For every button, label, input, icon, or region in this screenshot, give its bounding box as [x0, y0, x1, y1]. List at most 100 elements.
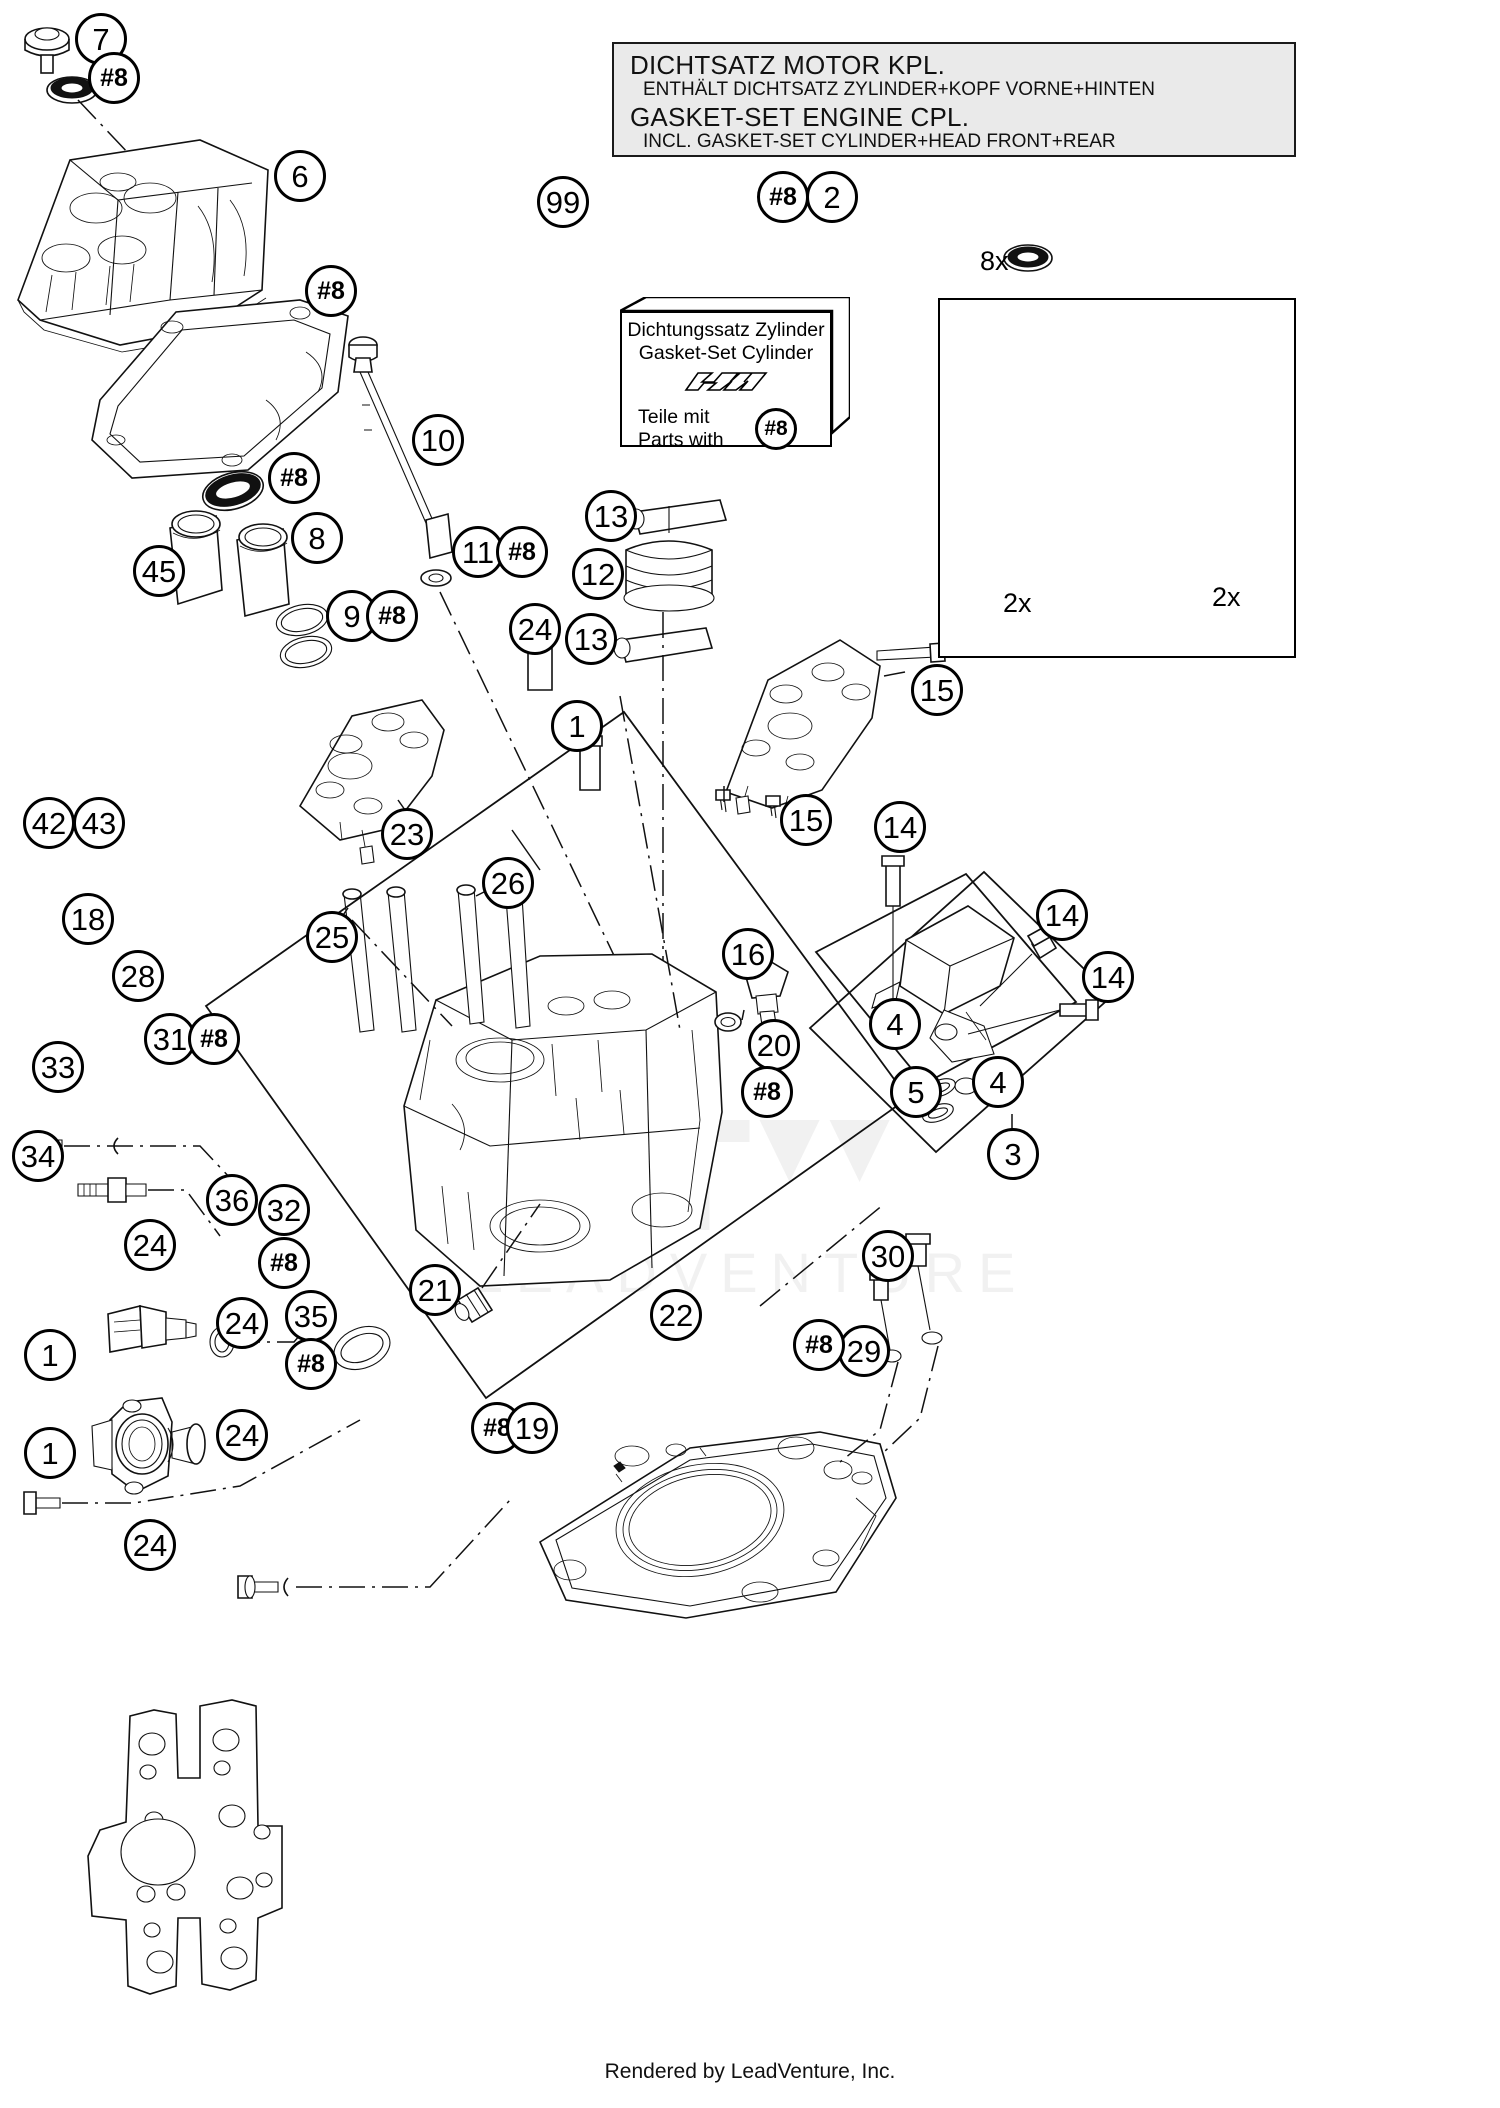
- callout-bubble-13[interactable]: 13: [585, 490, 637, 542]
- part-7-bolt-art: [24, 27, 70, 74]
- callout-bubble-18[interactable]: 18: [62, 893, 114, 945]
- callout-bubble-25[interactable]: 25: [306, 911, 358, 963]
- part-35-o-ring-art: [333, 1325, 391, 1371]
- part-8-sealing-washer-art: [46, 76, 98, 104]
- part-12-piston-ring-set-art: [623, 540, 715, 612]
- part-22-cylinder-head-art: [403, 953, 723, 1287]
- callout-bubble-35[interactable]: 35: [285, 1290, 337, 1342]
- callout-bubble-14[interactable]: 14: [1036, 889, 1088, 941]
- callout-bubble-24[interactable]: 24: [124, 1219, 176, 1271]
- callout-bubble-33[interactable]: 33: [32, 1041, 84, 1093]
- callout-bubble-29[interactable]: 29: [838, 1325, 890, 1377]
- callout-bubble-21[interactable]: 21: [409, 1264, 461, 1316]
- part-8-spark-plug-sleeve-art: [236, 523, 290, 618]
- callout-bubble-hash8[interactable]: #8: [757, 171, 809, 223]
- callout-bubble-45[interactable]: 45: [133, 545, 185, 597]
- part-34-bolt-art: [23, 1491, 61, 1515]
- callout-bubble-15[interactable]: 15: [911, 664, 963, 716]
- callout-bubble-12[interactable]: 12: [572, 548, 624, 600]
- callout-bubble-22[interactable]: 22: [650, 1289, 702, 1341]
- callout-bubble-26[interactable]: 26: [482, 857, 534, 909]
- callout-bubble-hash8[interactable]: #8: [285, 1338, 337, 1390]
- part-30-bolt-art: [905, 1233, 943, 1345]
- camshaft-bridge-right-art: [724, 639, 881, 819]
- callout-bubble-23[interactable]: 23: [381, 808, 433, 860]
- legend-gasket-set-engine: DICHTSATZ MOTOR KPL. ENTHÄLT DICHTSATZ Z…: [612, 42, 1296, 157]
- qty-8x-label: 8x: [980, 246, 1009, 276]
- valve-cover-gasket-art: [91, 299, 349, 479]
- box-front-face: Dichtungssatz Zylinder Gasket-Set Cylind…: [620, 311, 832, 451]
- callout-bubble-hash8[interactable]: #8: [305, 265, 357, 317]
- callout-bubble-hash8[interactable]: #8: [496, 526, 548, 578]
- callout-bubble-24[interactable]: 24: [124, 1519, 176, 1571]
- callout-bubble-16[interactable]: 16: [722, 928, 774, 980]
- legend-subtitle-en: INCL. GASKET-SET CYLINDER+HEAD FRONT+REA…: [643, 131, 1116, 152]
- group-2-frame: [938, 298, 1296, 658]
- callout-bubble-42[interactable]: 42: [23, 797, 75, 849]
- callout-bubble-hash8[interactable]: #8: [258, 1237, 310, 1289]
- callout-bubble-15[interactable]: 15: [780, 794, 832, 846]
- part-33-thermostat-housing-art: [91, 1397, 206, 1495]
- part-13-piston-ring-upper-art: [627, 499, 728, 535]
- box-note-badge: #8: [755, 408, 797, 450]
- callout-bubble-3[interactable]: 3: [987, 1128, 1039, 1180]
- footer-credit: Rendered by LeadVenture, Inc.: [604, 2060, 896, 2083]
- callout-bubble-hash8[interactable]: #8: [268, 452, 320, 504]
- callout-bubble-10[interactable]: 10: [412, 414, 464, 466]
- callout-bubble-30[interactable]: 30: [862, 1230, 914, 1282]
- box-note-en: Parts with: [638, 429, 724, 451]
- legend-subtitle-de: ENTHÄLT DICHTSATZ ZYLINDER+KOPF VORNE+HI…: [643, 79, 1156, 101]
- part-2-seal-ring-8x-art: [1003, 244, 1053, 272]
- callout-bubble-6[interactable]: 6: [274, 150, 326, 202]
- callout-bubble-hash8[interactable]: #8: [366, 590, 418, 642]
- callout-bubble-1[interactable]: 1: [551, 700, 603, 752]
- box-title-de: Dichtungssatz Zylinder: [627, 319, 825, 341]
- callout-bubble-13[interactable]: 13: [565, 613, 617, 665]
- part-24-gasket-plate-art: [87, 1699, 283, 1995]
- callout-bubble-5[interactable]: 5: [890, 1066, 942, 1118]
- box-note: Teile mit Parts with: [638, 406, 724, 452]
- callout-bubble-24[interactable]: 24: [216, 1409, 268, 1461]
- part-36-bolt-art: [237, 1575, 279, 1599]
- callout-bubble-hash8[interactable]: #8: [88, 52, 140, 104]
- callout-bubble-1[interactable]: 1: [24, 1329, 76, 1381]
- part-18-sensor-art: [77, 1177, 147, 1203]
- legend-title-en: GASKET-SET ENGINE CPL.: [630, 101, 970, 132]
- callout-bubble-hash8[interactable]: #8: [793, 1319, 845, 1371]
- gasket-set-cylinder-box: Dichtungssatz Zylinder Gasket-Set Cylind…: [620, 297, 850, 451]
- callout-bubble-4[interactable]: 4: [972, 1056, 1024, 1108]
- box-note-de: Teile mit: [638, 406, 710, 428]
- callout-bubble-28[interactable]: 28: [112, 950, 164, 1002]
- callout-bubble-4[interactable]: 4: [869, 998, 921, 1050]
- callout-bubble-24[interactable]: 24: [509, 603, 561, 655]
- callout-bubble-1[interactable]: 1: [24, 1427, 76, 1479]
- legend-title-de: DICHTSATZ MOTOR KPL.: [630, 50, 946, 80]
- part-11-washer-art: [420, 569, 452, 587]
- box-title-en: Gasket-Set Cylinder: [638, 342, 814, 364]
- callout-bubble-19[interactable]: 19: [506, 1402, 558, 1454]
- callout-bubble-24[interactable]: 24: [216, 1297, 268, 1349]
- callout-bubble-36[interactable]: 36: [206, 1174, 258, 1226]
- callout-bubble-14[interactable]: 14: [874, 801, 926, 853]
- callout-bubble-34[interactable]: 34: [12, 1130, 64, 1182]
- callout-bubble-2[interactable]: 2: [806, 171, 858, 223]
- callout-bubble-hash8[interactable]: #8: [741, 1066, 793, 1118]
- qty-2x-oring-label: 2x: [1212, 582, 1241, 612]
- callout-bubble-hash8[interactable]: #8: [188, 1013, 240, 1065]
- ktm-logo-icon: [684, 372, 768, 391]
- callout-bubble-20[interactable]: 20: [748, 1019, 800, 1071]
- callout-bubble-14[interactable]: 14: [1082, 951, 1134, 1003]
- part-9-o-rings-art: [275, 603, 333, 669]
- part-13-piston-ring-lower-art: [613, 627, 714, 663]
- callout-bubble-99[interactable]: 99: [537, 176, 589, 228]
- callout-bubble-43[interactable]: 43: [73, 797, 125, 849]
- callout-bubble-11[interactable]: 11: [452, 526, 504, 578]
- part-45-spark-plug-sleeve-art: [169, 510, 223, 606]
- box-3d-lid: [620, 297, 850, 436]
- part-33-thermostat-art: [167, 1423, 206, 1465]
- o-ring-8-art: [201, 470, 265, 512]
- callout-bubble-32[interactable]: 32: [258, 1184, 310, 1236]
- callout-bubble-8[interactable]: 8: [291, 512, 343, 564]
- part-28-thermo-switch-art: [107, 1304, 197, 1353]
